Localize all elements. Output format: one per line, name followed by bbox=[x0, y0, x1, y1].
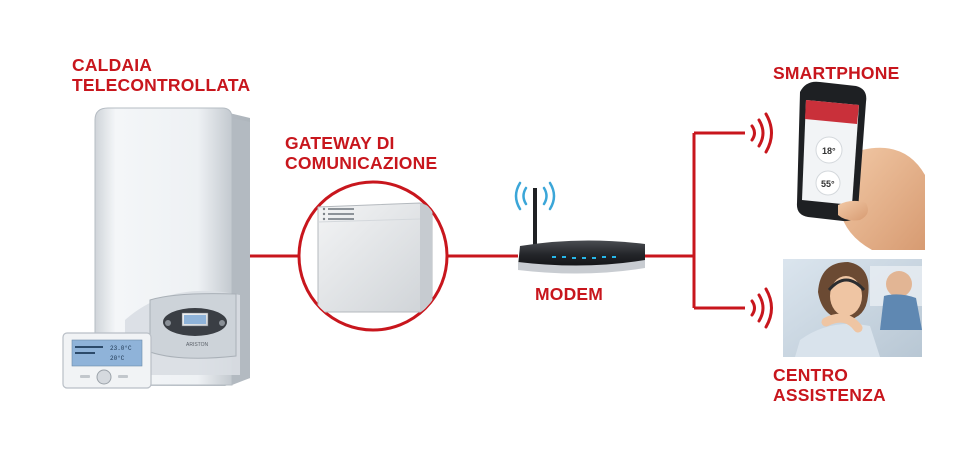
modem-leds bbox=[552, 256, 616, 259]
thermostat-value-2: 20°C bbox=[110, 355, 125, 362]
phone-temp-1: 18° bbox=[822, 146, 836, 156]
wifi-icon bbox=[514, 181, 556, 211]
boiler-icon: ARISTON bbox=[94, 107, 250, 386]
gateway-box-icon bbox=[297, 180, 449, 332]
label-modem: MODEM bbox=[535, 284, 604, 304]
smartphone-icon: 18° 55° bbox=[796, 81, 925, 250]
label-center-line-1: CENTRO bbox=[773, 365, 849, 385]
label-boiler-line-1: CALDAIA bbox=[72, 55, 153, 75]
label-support-center: CENTRO ASSISTENZA bbox=[773, 365, 886, 405]
thermostat-icon: 23.0°C 20°C bbox=[62, 332, 152, 389]
label-center-line-2: ASSISTENZA bbox=[773, 385, 886, 405]
support-operator-icon bbox=[783, 259, 922, 357]
label-boiler-line-2: TELECONTROLLATA bbox=[72, 75, 251, 95]
wireless-signal-icon bbox=[750, 112, 773, 154]
thermostat-value-1: 23.0°C bbox=[110, 345, 132, 352]
brand-logo: ARISTON bbox=[186, 342, 209, 348]
label-gateway-line-1: GATEWAY DI bbox=[285, 133, 395, 153]
label-gateway: GATEWAY DI COMUNICAZIONE bbox=[285, 133, 437, 173]
phone-temp-2: 55° bbox=[821, 179, 835, 189]
connection-lines bbox=[250, 131, 745, 310]
wireless-signal-icon bbox=[750, 287, 773, 329]
router-icon bbox=[518, 188, 645, 274]
label-gateway-line-2: COMUNICAZIONE bbox=[285, 153, 438, 173]
label-boiler: CALDAIA TELECONTROLLATA bbox=[72, 55, 250, 95]
label-smartphone: SMARTPHONE bbox=[773, 63, 900, 83]
